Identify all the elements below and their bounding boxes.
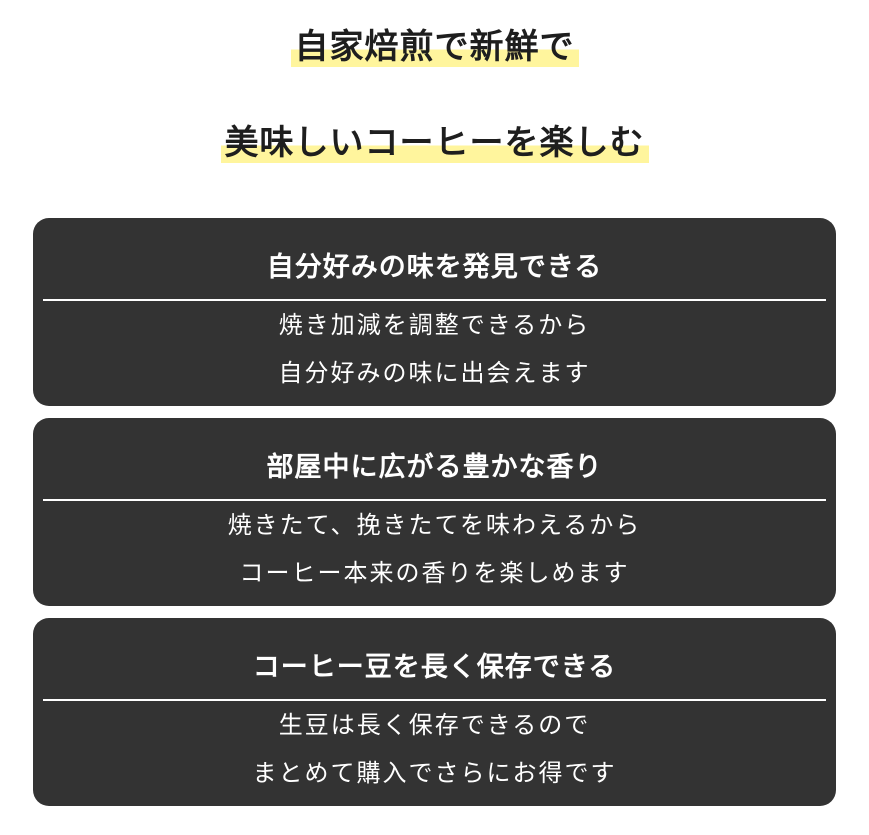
- feature-card: 自分好みの味を発見できる 焼き加減を調整できるから 自分好みの味に出会えます: [33, 218, 836, 406]
- feature-card-list: 自分好みの味を発見できる 焼き加減を調整できるから 自分好みの味に出会えます 部…: [33, 218, 836, 818]
- page-heading-line-1: 自家焙煎で新鮮で: [290, 27, 579, 68]
- feature-card-title: コーヒー豆を長く保存できる: [252, 652, 617, 683]
- feature-card-text-line: 焼き加減を調整できるから: [278, 311, 591, 339]
- feature-card-text-line: まとめて購入でさらにお得です: [252, 759, 617, 787]
- feature-card-text-line: コーヒー本来の香りを楽しめます: [239, 559, 630, 587]
- page-heading-line-2: 美味しいコーヒーを楽しむ: [220, 123, 649, 164]
- feature-card-text-line: 焼きたて、挽きたてを味わえるから: [227, 511, 642, 539]
- feature-card-title: 部屋中に広がる豊かな香り: [266, 452, 603, 483]
- feature-card-divider: [43, 499, 826, 501]
- feature-card-text-line: 自分好みの味に出会えます: [278, 359, 591, 387]
- feature-card-title: 自分好みの味を発見できる: [266, 252, 603, 283]
- feature-card-divider: [43, 699, 826, 701]
- heading-line-2-wrapper: 美味しいコーヒーを楽しむ: [0, 123, 869, 164]
- feature-card-text-line: 生豆は長く保存できるので: [278, 711, 591, 739]
- heading-line-1-wrapper: 自家焙煎で新鮮で: [0, 27, 869, 68]
- feature-card: コーヒー豆を長く保存できる 生豆は長く保存できるので まとめて購入でさらにお得で…: [33, 618, 836, 806]
- feature-card-divider: [43, 299, 826, 301]
- feature-card: 部屋中に広がる豊かな香り 焼きたて、挽きたてを味わえるから コーヒー本来の香りを…: [33, 418, 836, 606]
